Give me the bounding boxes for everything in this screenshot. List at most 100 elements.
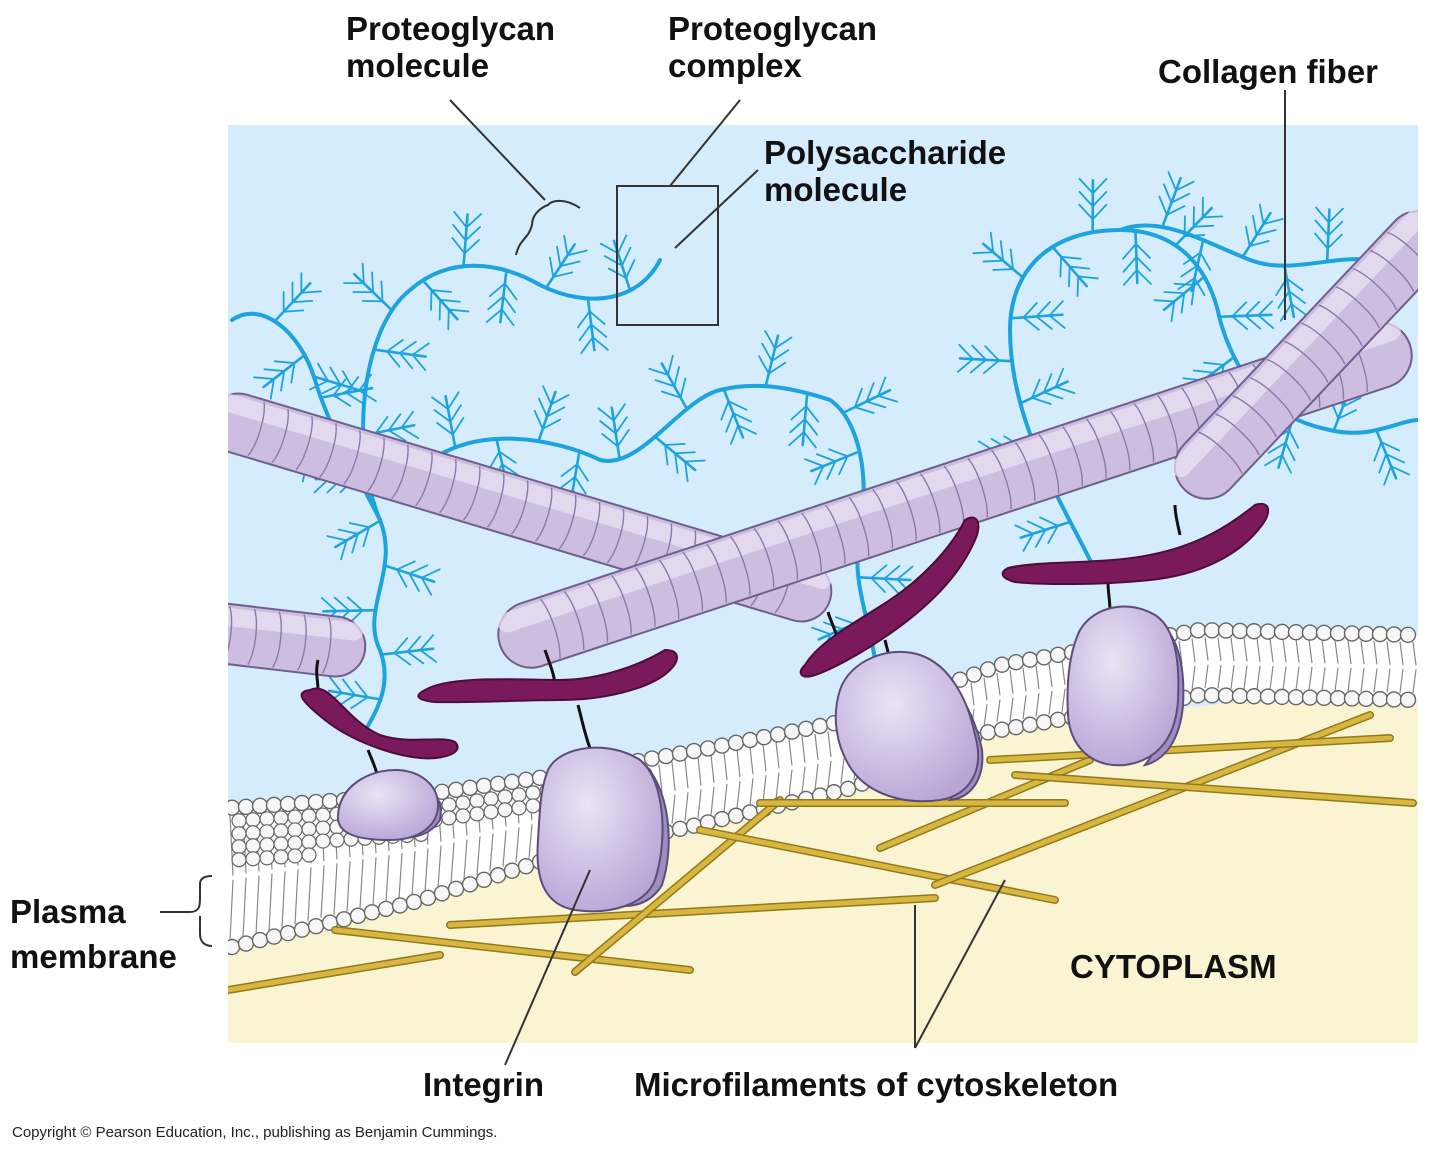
- fiber-band: [74, 589, 85, 645]
- phospholipid-head: [295, 922, 310, 937]
- phospholipid-head: [260, 851, 274, 865]
- label-plasma-membrane: Plasma membrane: [10, 895, 177, 973]
- phospholipid-head: [442, 798, 456, 812]
- phospholipid-head: [505, 863, 520, 878]
- phospholipid-head: [526, 786, 540, 800]
- label-line: Polysaccharide: [764, 136, 1006, 169]
- phospholipid-head: [1331, 691, 1346, 706]
- phospholipid-head: [1219, 623, 1234, 638]
- phospholipid-head: [673, 746, 688, 761]
- phospholipid-head: [1317, 625, 1332, 640]
- phospholipid-head: [519, 772, 534, 787]
- phospholipid-head: [1401, 692, 1416, 707]
- phospholipid-head: [1387, 627, 1402, 642]
- phospholipid-head: [827, 785, 842, 800]
- connector-line: [317, 660, 318, 690]
- phospholipid-head: [1233, 623, 1248, 638]
- phospholipid-head: [1303, 625, 1318, 640]
- phospholipid-head: [981, 662, 996, 677]
- phospholipid-head: [260, 812, 274, 826]
- phospholipid-head: [1303, 690, 1318, 705]
- phospholipid-head: [715, 812, 730, 827]
- phospholipid-head: [232, 814, 246, 828]
- phospholipid-head: [302, 822, 316, 836]
- phospholipid-head: [1023, 652, 1038, 667]
- phospholipid-head: [470, 794, 484, 808]
- phospholipid-head: [456, 796, 470, 810]
- phospholipid-head: [316, 808, 330, 822]
- phospholipid-head: [1037, 715, 1052, 730]
- phospholipid-head: [526, 799, 540, 813]
- fiber-band: [49, 586, 60, 642]
- label-line: molecule: [764, 173, 1006, 206]
- phospholipid-head: [1205, 623, 1220, 638]
- phospholipid-head: [1345, 626, 1360, 641]
- label-cytoplasm: CYTOPLASM: [1070, 950, 1277, 983]
- phospholipid-head: [379, 901, 394, 916]
- phospholipid-head: [1219, 688, 1234, 703]
- fiber-band: [198, 603, 209, 659]
- phospholipid-head: [232, 827, 246, 841]
- phospholipid-head: [295, 795, 310, 810]
- phospholipid-head: [232, 840, 246, 854]
- phospholipid-head: [729, 735, 744, 750]
- phospholipid-head: [365, 905, 380, 920]
- label-integrin: Integrin: [423, 1068, 544, 1101]
- phospholipid-head: [1233, 688, 1248, 703]
- phospholipid-head: [253, 798, 268, 813]
- phospholipid-head: [239, 799, 254, 814]
- phospholipid-head: [330, 833, 344, 847]
- fiber-band: [24, 583, 35, 639]
- phospholipid-head: [1051, 647, 1066, 662]
- label-polysaccharide-molecule: Polysaccharide molecule: [764, 136, 1006, 206]
- label-line: Proteoglycan: [346, 12, 555, 45]
- phospholipid-head: [1331, 626, 1346, 641]
- phospholipid-head: [267, 929, 282, 944]
- phospholipid-head: [316, 834, 330, 848]
- fiber-band: [124, 594, 135, 650]
- phospholipid-head: [1247, 624, 1262, 639]
- phospholipid-head: [1373, 692, 1388, 707]
- phospholipid-head: [1275, 689, 1290, 704]
- phospholipid-head: [477, 778, 492, 793]
- phospholipid-head: [1037, 650, 1052, 665]
- phospholipid-head: [260, 825, 274, 839]
- phospholipid-head: [302, 848, 316, 862]
- phospholipid-head: [442, 811, 456, 825]
- phospholipid-head: [729, 808, 744, 823]
- phospholipid-head: [246, 813, 260, 827]
- phospholipid-head: [309, 795, 324, 810]
- phospholipid-head: [491, 868, 506, 883]
- phospholipid-head: [281, 796, 296, 811]
- phospholipid-head: [519, 859, 534, 874]
- phospholipid-head: [1345, 691, 1360, 706]
- phospholipid-head: [302, 809, 316, 823]
- phospholipid-head: [239, 936, 254, 951]
- phospholipid-head: [1373, 627, 1388, 642]
- phospholipid-head: [841, 781, 856, 796]
- phospholipid-head: [225, 800, 240, 815]
- phospholipid-head: [225, 940, 240, 955]
- phospholipid-head: [1261, 624, 1276, 639]
- phospholipid-head: [463, 877, 478, 892]
- phospholipid-head: [477, 872, 492, 887]
- phospholipid-head: [1275, 624, 1290, 639]
- phospholipid-head: [274, 824, 288, 838]
- label-proteoglycan-molecule: Proteoglycan molecule: [346, 12, 555, 82]
- phospholipid-head: [435, 886, 450, 901]
- phospholipid-head: [1247, 689, 1262, 704]
- phospholipid-head: [967, 667, 982, 682]
- phospholipid-head: [253, 933, 268, 948]
- label-line: molecule: [346, 49, 555, 82]
- phospholipid-head: [323, 794, 338, 809]
- fiber-band: [149, 597, 160, 653]
- phospholipid-head: [246, 839, 260, 853]
- phospholipid-head: [673, 821, 688, 836]
- phospholipid-head: [260, 838, 274, 852]
- fiber-band: [99, 591, 110, 647]
- phospholipid-head: [687, 744, 702, 759]
- phospholipid-head: [463, 780, 478, 795]
- phospholipid-head: [1317, 690, 1332, 705]
- phospholipid-head: [771, 727, 786, 742]
